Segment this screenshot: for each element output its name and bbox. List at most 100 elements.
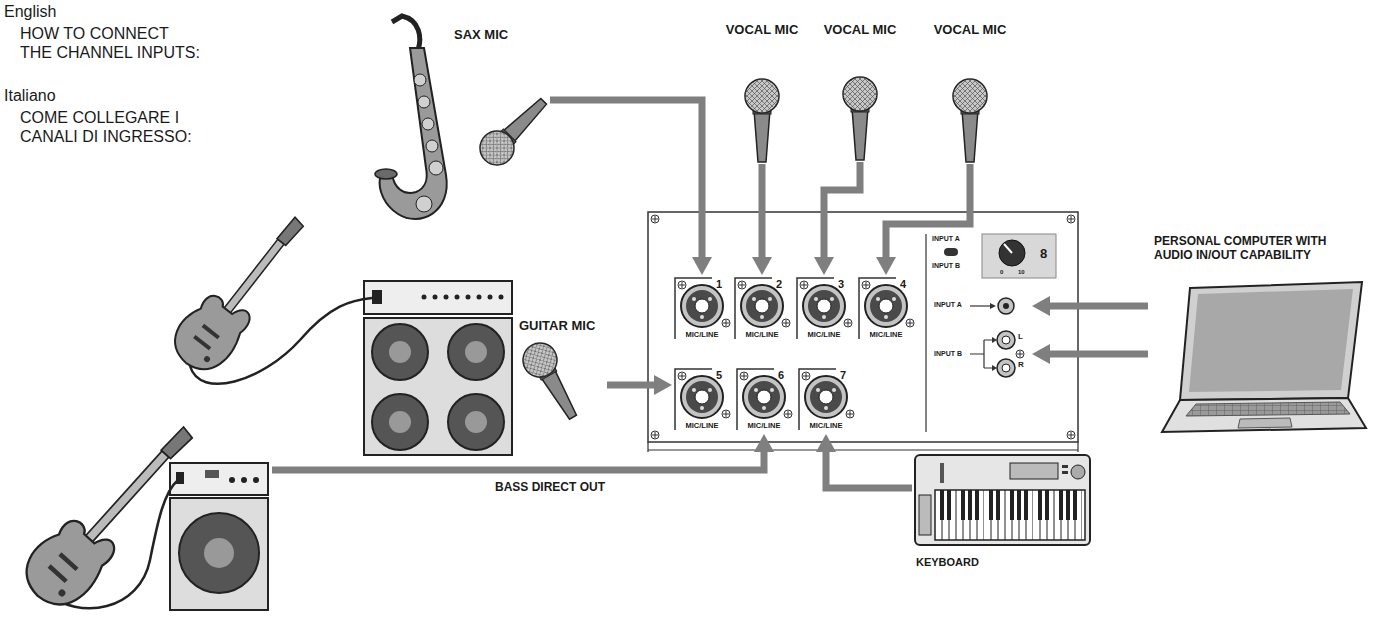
mixer-panel [1067,215,1075,223]
microphone [953,79,987,162]
combo-jack [681,285,723,327]
level-knob [1004,244,1012,253]
laptop [1186,402,1350,416]
mixer-panel [1068,216,1074,222]
input-jack: 2MIC/LINE [732,275,792,343]
saxophone [375,16,447,219]
mixer-panel [925,234,926,432]
saxophone [380,48,447,219]
mixer-panel [1068,432,1074,438]
heading-text: HOW TO CONNECT THE CHANNEL INPUTS: [20,24,230,62]
combo-jack [822,315,826,319]
mixer-panel [652,216,658,222]
combo-jack [686,381,718,413]
bass-amp [241,477,247,483]
device-node: VOCAL MIC [722,20,802,164]
screw [723,320,729,326]
screw [907,320,913,326]
rca-socket [997,359,1015,377]
screw [845,320,851,326]
electric-guitar [164,202,372,384]
combo-jack [708,388,712,392]
input-switch [944,248,958,256]
channel-number: 3 [838,278,844,291]
screw [862,281,870,289]
arrow-line [1042,351,1148,358]
bass-amp [170,463,268,610]
bass-guitar [85,451,169,543]
bass-amp [205,470,219,478]
channel-number: 6 [778,369,784,382]
device-label: MIC/LINE [810,421,843,430]
guitar-amp [389,341,411,363]
device-node: INPUT A [932,292,1032,320]
device-label: MIC/LINE [686,330,719,339]
laptop [1238,418,1292,428]
device-label: INPUT A [932,235,960,243]
signal-arrow [1032,344,1148,364]
combo-jack [876,297,880,301]
mixer-panel [648,212,1078,452]
combo-jack [816,388,820,392]
screw [803,373,809,379]
input-jack: 4MIC/LINE [856,275,916,343]
electric-guitar [224,239,284,313]
keyboard [915,455,1090,545]
combo-jack [814,297,818,301]
arrow-head [654,375,672,395]
saxophone [375,169,397,179]
input-jack: 1MIC/LINE [672,275,732,343]
arrow-line [759,164,766,265]
microphone [843,77,877,160]
screw [800,281,808,289]
electric-guitar [164,284,257,381]
device-label: 10 [1018,269,1025,276]
keyboard [935,490,1085,540]
guitar-amp [448,394,504,450]
combo-jack [700,315,704,319]
bass-amp [179,513,259,593]
device-label: 0 [1000,269,1003,276]
device-label: SAX MIC [454,27,508,43]
screw [1017,351,1023,357]
input-jack: 3MIC/LINE [794,275,854,343]
guitar-amp [389,411,411,433]
arrow-head [1032,344,1050,364]
screw [740,372,748,380]
device-label: MIC/LINE [748,421,781,430]
combo-jack [884,315,888,319]
combo-jack [768,297,772,301]
signal-arrow [814,162,860,275]
screw [847,411,853,417]
laptop [1189,289,1353,392]
combo-jack [752,297,756,301]
saxophone [418,96,430,108]
screw [906,319,914,327]
screw [679,282,685,288]
guitar-amp [372,324,428,380]
guitar-amp [420,293,508,301]
arrow-head [816,434,836,452]
bass-amp [204,538,234,568]
device-label: VOCAL MIC [726,22,799,38]
screw [723,411,729,417]
device-label: MIC/LINE [870,330,903,339]
bass-guitar [161,426,194,460]
screw [679,373,685,379]
combo-jack [692,297,696,301]
guitar-amp [465,411,487,433]
device-label: GUITAR MIC [519,318,595,334]
screw [678,281,686,289]
heading-text: English [4,2,56,21]
device-node: KEYBOARD [912,452,1092,574]
screw [784,410,792,418]
device-node: SAX MIC [450,25,550,175]
guitar-amp [364,318,512,455]
keyboard [915,455,1090,545]
screw [738,281,746,289]
combo-jack [810,381,842,413]
device-node: VOCAL MIC [820,20,900,162]
arrow-line [550,100,702,265]
mixer-panel [648,442,1078,452]
